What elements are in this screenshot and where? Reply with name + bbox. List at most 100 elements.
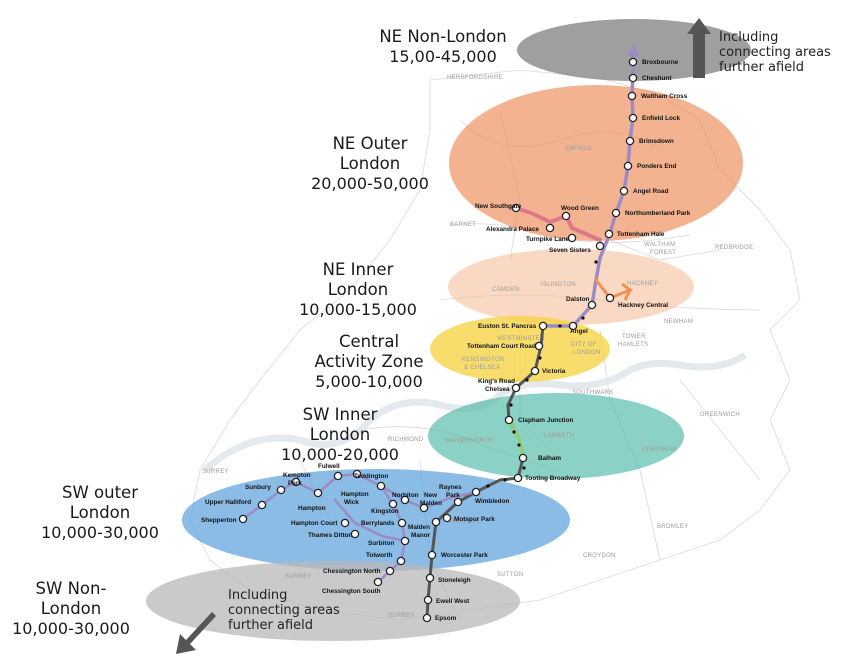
station-berrylands (397, 518, 407, 528)
station-tottenham-court-road (534, 341, 544, 351)
station-label: Dalston (566, 296, 590, 303)
station-label: Hackney Central (618, 302, 668, 309)
station-label: Chelsea (485, 386, 510, 393)
station-victoria (530, 366, 540, 376)
station-label: Worcester Park (441, 552, 488, 559)
hackney-arrow (609, 282, 634, 301)
station-tolworth (396, 556, 406, 566)
zone-ne-non-london-title: NE Non-London (379, 27, 506, 46)
zone-labels: NE Non-London 15,00-45,000 NE Outer Lond… (12, 27, 507, 638)
station-worcester-park (427, 550, 437, 560)
borough-label: GREENWICH (700, 412, 740, 418)
station-label: Ewell West (436, 598, 470, 605)
zone-sw-non-london-range: 10,000-30,000 (12, 619, 130, 638)
stations (238, 57, 638, 623)
station-motspur-park (442, 513, 452, 523)
station-enfield-lock (628, 113, 638, 123)
station-label: Clapham Junction (518, 417, 573, 424)
zone-sw-inner-title: SW Inner (303, 405, 378, 424)
borough-label: WESTMINSTER (497, 336, 545, 342)
station-labels: Broxbourne Cheshunt Waltham Cross Enfiel… (201, 59, 691, 622)
station-label: Hampton (298, 505, 326, 512)
borough-label: RICHMOND (388, 437, 424, 443)
station-label: Brimsdown (639, 138, 674, 145)
zone-caz-title: Central (339, 332, 399, 351)
borough-label: REDBRIDGE (715, 245, 753, 251)
borough-label: SUTTON (497, 572, 523, 578)
station-label: Fulwell (318, 463, 340, 470)
station-label: Shepperton (201, 517, 237, 524)
station-norbiton (400, 495, 410, 505)
station-label: Broxbourne (642, 59, 679, 66)
station-fulwell (333, 471, 343, 481)
borough-label: HEREFORDSHIRE (447, 75, 503, 81)
station-tottenham-hale (604, 229, 614, 239)
station-ponders-end (623, 161, 633, 171)
station-label: Ponders End (637, 163, 677, 170)
zone-sw-outer-title: SW outer (62, 483, 138, 502)
station-label: Wimbledon (475, 498, 509, 505)
station-label: Wood Green (561, 205, 599, 212)
station-balham (518, 453, 528, 463)
borough-label: SURREY (285, 574, 312, 580)
zone-ne-inner-range: 10,000-15,000 (299, 300, 417, 319)
zone-ne-inner-title: NE Inner (323, 260, 394, 279)
station-new-southgate (511, 203, 521, 213)
zone-ne-outer (449, 85, 743, 241)
borough-label: WALTHAM (644, 242, 675, 248)
station-wood-green (561, 211, 571, 221)
south-note-line: further afield (228, 618, 313, 633)
station-chessington-north (385, 566, 395, 576)
zone-sw-inner-range: 10,000-20,000 (281, 445, 399, 464)
borough-label: NEWHAM (664, 319, 693, 325)
station-label: Hampton (341, 491, 369, 498)
station-label: Kingston (371, 508, 399, 515)
borough-label: TOWER (622, 334, 646, 340)
borough-label: & CHELSEA (464, 365, 500, 371)
station-label: Thames Ditton (308, 532, 352, 539)
station-upper-halliford (257, 500, 267, 510)
station-label: Teddington (354, 473, 388, 480)
borough-label: SURREY (202, 469, 229, 475)
station-hampton-wick (376, 481, 386, 491)
station-kempton-park (291, 477, 301, 487)
station-hampton (313, 488, 323, 498)
station-northumberland-park (611, 208, 621, 218)
borough-label: BARNET (450, 222, 476, 228)
station-label: Norbiton (392, 492, 419, 499)
station-label: Seven Sisters (549, 247, 591, 254)
station-malden-manor (431, 517, 441, 527)
north-note-line: connecting areas (719, 45, 831, 60)
station-hampton-court (340, 518, 350, 528)
station-tooting-broadway (513, 473, 523, 483)
route-branch-newsouthgate (514, 206, 602, 242)
station-brimsdown (625, 136, 635, 146)
station-new-malden (419, 503, 429, 513)
station-chessington-south (373, 577, 383, 587)
south-note-line: connecting areas (228, 603, 340, 618)
north-note-line: Including (719, 30, 778, 45)
station-label: Wick (344, 499, 359, 506)
borough-label: ISLINGTON (541, 282, 576, 288)
borough-label: HAMLETS (618, 342, 648, 348)
north-note: Including connecting areas further afiel… (719, 30, 831, 75)
zone-sw-non-london-subtitle: London (41, 599, 101, 618)
station-label: Tolworth (366, 552, 393, 559)
station-label: Chessington South (322, 588, 381, 595)
borough-label: KENSINGTON (462, 357, 505, 363)
zone-ne-outer-subtitle: London (340, 154, 400, 173)
station-angel (568, 321, 578, 331)
zone-sw-outer-subtitle: London (70, 503, 130, 522)
station-label: New (424, 492, 437, 499)
zone-ne-outer-range: 20,000-50,000 (311, 174, 429, 193)
station-label: Upper Halliford (205, 499, 251, 506)
station-seven-sisters (595, 241, 605, 251)
zone-caz-subtitle: Activity Zone (315, 352, 424, 371)
station-label: Surbiton (368, 540, 394, 547)
zone-caz (430, 316, 610, 382)
station-kingston (388, 499, 398, 509)
station-label: Hampton Court (291, 520, 338, 527)
station-shepperton (238, 514, 248, 524)
station-label: Malden (408, 524, 430, 531)
borough-label: CITY OF (571, 342, 597, 348)
